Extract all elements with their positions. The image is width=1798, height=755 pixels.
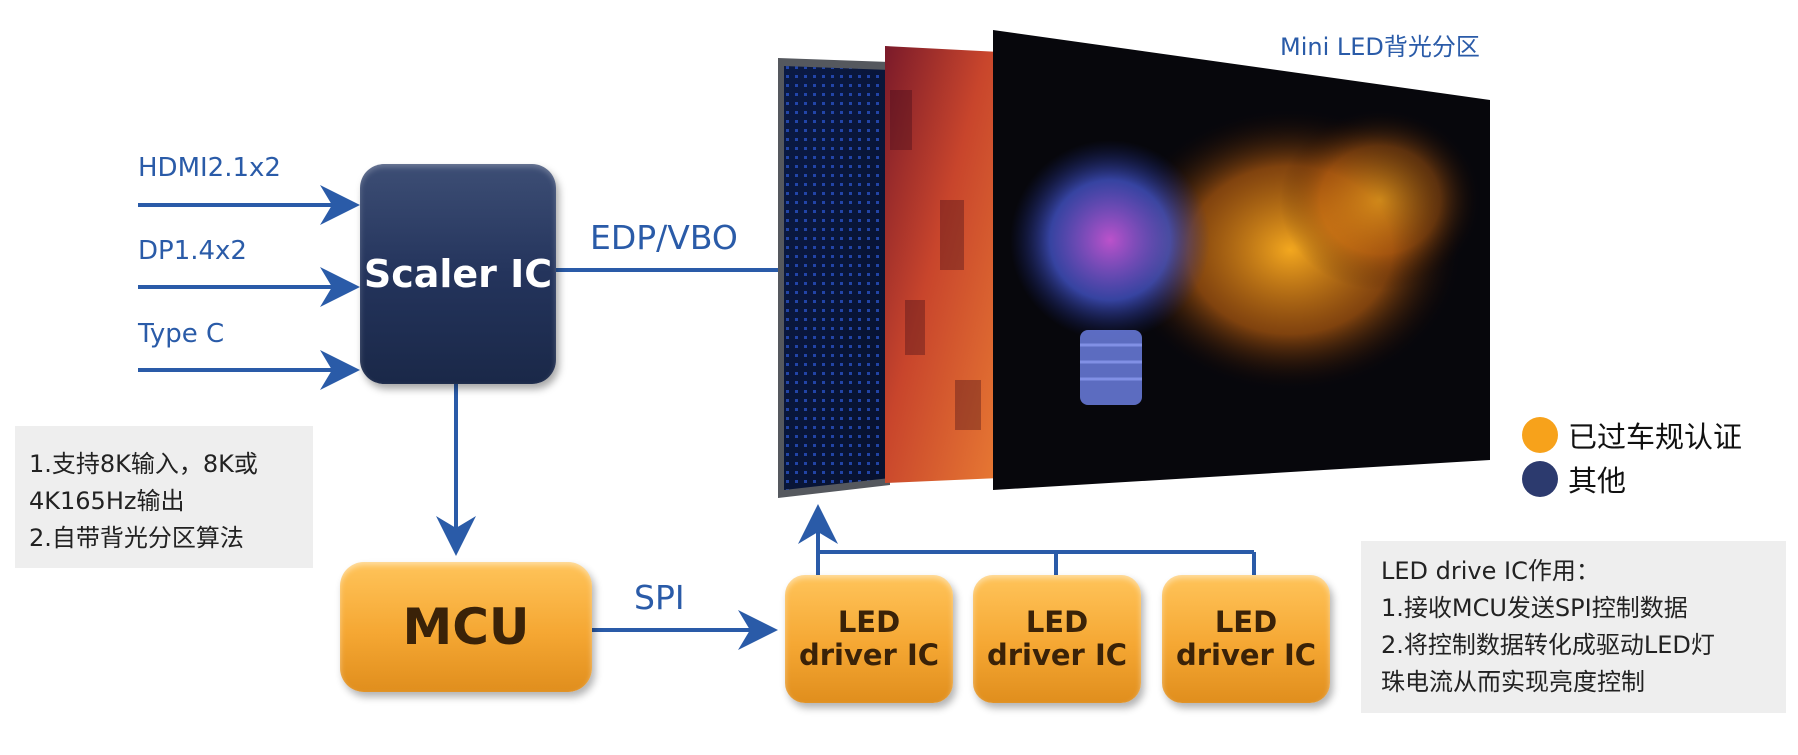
note-line: LED drive IC作用： [1381, 557, 1600, 585]
input-label-dp: DP1.4x2 [138, 236, 247, 266]
led-driver-label-line1: LED [837, 605, 901, 639]
legend-dot-orange [1522, 417, 1558, 453]
scaler-feature-note: 1.支持8K输入，8K或 4K165Hz输出 2.自带背光分区算法 [15, 426, 313, 568]
note-line: 珠电流从而实现亮度控制 [1381, 668, 1645, 696]
local-dimming-layer [885, 46, 1000, 483]
scaler-ic-label: Scaler IC [363, 252, 553, 296]
legend-item-other: 其他 [1522, 458, 1626, 500]
input-label-typec: Type C [138, 319, 225, 349]
spi-label: SPI [634, 578, 685, 617]
legend-label: 其他 [1568, 464, 1627, 498]
led-driver-label-line2: driver IC [798, 638, 940, 672]
led-driver-label-line2: driver IC [986, 638, 1128, 672]
edp-vbo-label: EDP/VBO [590, 218, 738, 257]
mcu-label: MCU [402, 598, 530, 656]
display-image-layer [993, 30, 1490, 490]
note-line: 2.将控制数据转化成驱动LED灯 [1381, 631, 1715, 659]
legend-dot-navy [1522, 461, 1558, 497]
legend-label: 已过车规认证 [1568, 420, 1743, 454]
scaler-ic-block: Scaler IC [360, 164, 556, 384]
panel-title: Mini LED背光分区 [1280, 33, 1480, 61]
led-driver-ic-2: LED driver IC [973, 575, 1141, 703]
led-driver-ic-3: LED driver IC [1162, 575, 1330, 703]
mcu-block: MCU [340, 562, 592, 692]
note-line: 4K165Hz输出 [29, 487, 185, 515]
led-driver-ic-1: LED driver IC [785, 575, 953, 703]
note-line: 1.支持8K输入，8K或 [29, 450, 258, 478]
mini-led-display-illustration [778, 30, 1490, 498]
led-driver-label-line2: driver IC [1175, 638, 1317, 672]
led-driver-function-note: LED drive IC作用： 1.接收MCU发送SPI控制数据 2.将控制数据… [1361, 541, 1786, 713]
note-line: 1.接收MCU发送SPI控制数据 [1381, 594, 1688, 622]
led-driver-label-line1: LED [1214, 605, 1278, 639]
led-driver-label-line1: LED [1025, 605, 1089, 639]
note-line: 2.自带背光分区算法 [29, 524, 244, 552]
legend-item-certified: 已过车规认证 [1522, 414, 1742, 456]
backlight-layer [778, 58, 890, 498]
input-label-hdmi: HDMI2.1x2 [138, 153, 281, 183]
